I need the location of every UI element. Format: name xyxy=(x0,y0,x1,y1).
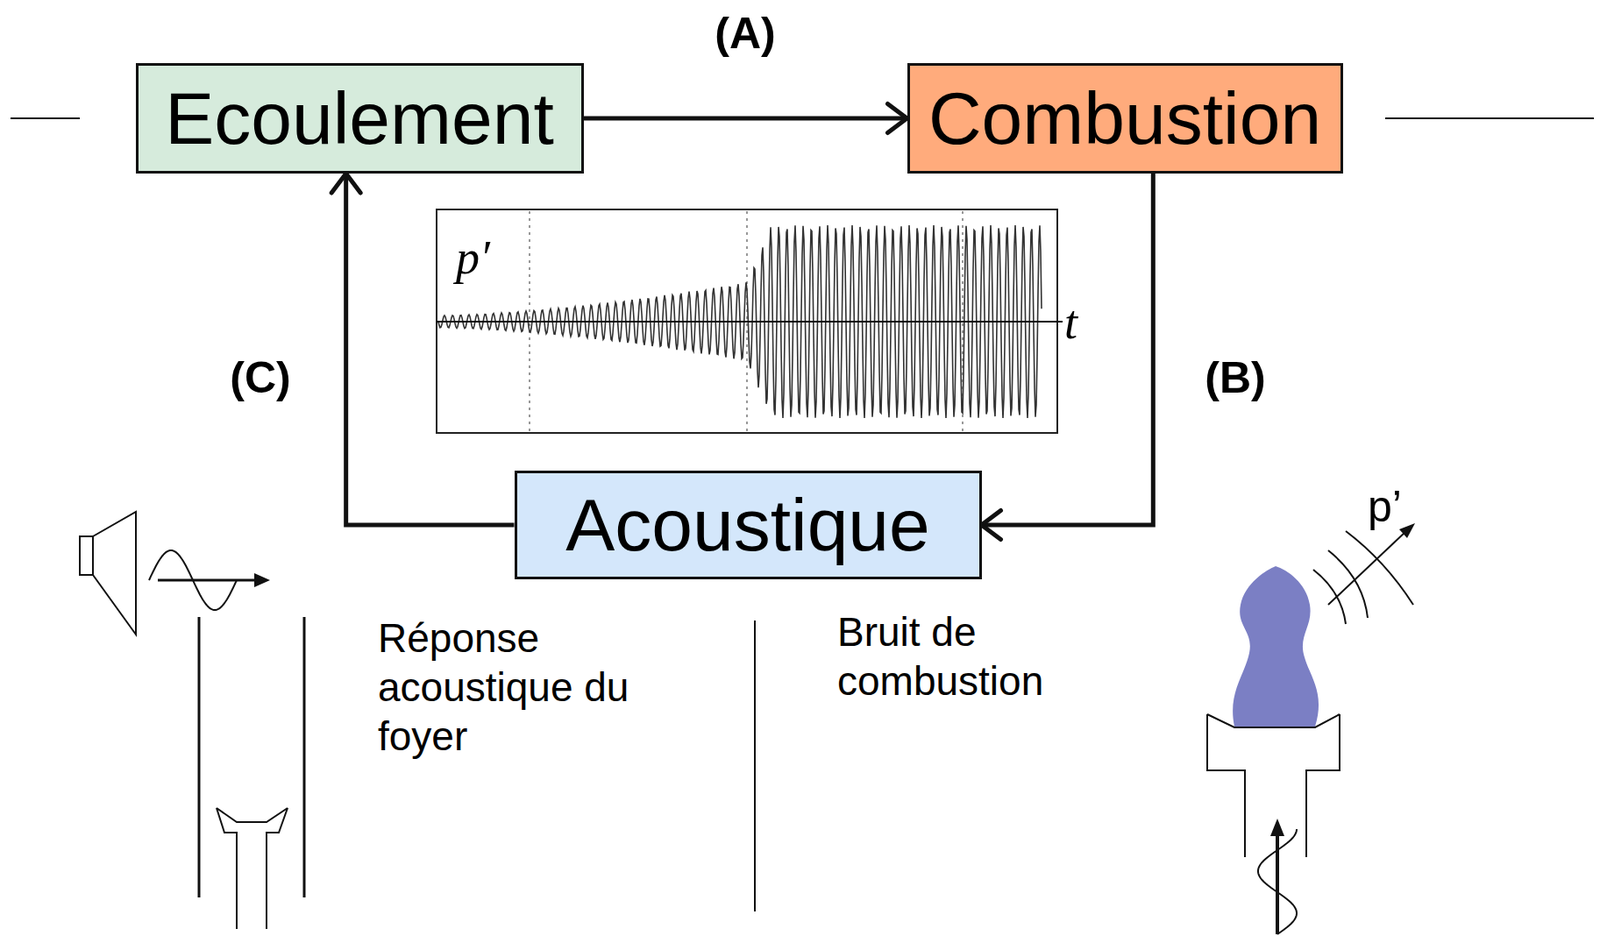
box-label: Combustion xyxy=(928,81,1322,156)
sound-wave xyxy=(1345,531,1414,605)
connector xyxy=(583,116,908,121)
edge-label: (A) xyxy=(711,7,779,59)
swirl xyxy=(1258,829,1297,935)
caption-text: Bruit de combustion xyxy=(837,607,1101,706)
axis-label: t xyxy=(1064,294,1078,353)
flame xyxy=(1232,566,1319,727)
burner xyxy=(1207,714,1340,728)
divider xyxy=(753,620,756,912)
time-axis xyxy=(436,320,1063,323)
signal-label: p’ xyxy=(1367,480,1402,534)
burner xyxy=(216,808,237,930)
process-box: Ecoulement xyxy=(135,63,584,174)
sound-wave xyxy=(1313,569,1346,625)
connector xyxy=(346,173,515,526)
connector xyxy=(981,173,1154,526)
box-label: Ecoulement xyxy=(164,81,555,156)
process-box: Acoustique xyxy=(514,470,982,580)
arrowhead xyxy=(331,173,361,193)
wave-arrow xyxy=(157,579,260,583)
flow-arrow xyxy=(1275,832,1280,935)
burner xyxy=(216,808,288,823)
edge-label: (C) xyxy=(226,352,294,404)
side-rule xyxy=(10,117,80,120)
arrowhead xyxy=(888,104,908,134)
sound-wave xyxy=(1328,550,1368,619)
edge-label: (B) xyxy=(1201,352,1269,404)
wave-arrow xyxy=(254,573,271,588)
sound-arrow xyxy=(1328,531,1407,605)
burner xyxy=(1207,714,1245,858)
side-rule xyxy=(1385,117,1594,120)
axis-label: p′ xyxy=(455,229,491,288)
burner xyxy=(266,808,288,930)
tube-wall xyxy=(303,617,306,898)
box-label: Acoustique xyxy=(565,488,931,562)
arrowhead xyxy=(981,511,1002,541)
burner xyxy=(1306,714,1340,858)
flow-arrow xyxy=(1270,818,1285,837)
speaker xyxy=(92,512,136,635)
process-box: Combustion xyxy=(907,63,1344,174)
speaker xyxy=(79,536,93,576)
tube-wall xyxy=(198,617,201,898)
caption-text: Réponse acoustique du foyer xyxy=(377,613,694,761)
